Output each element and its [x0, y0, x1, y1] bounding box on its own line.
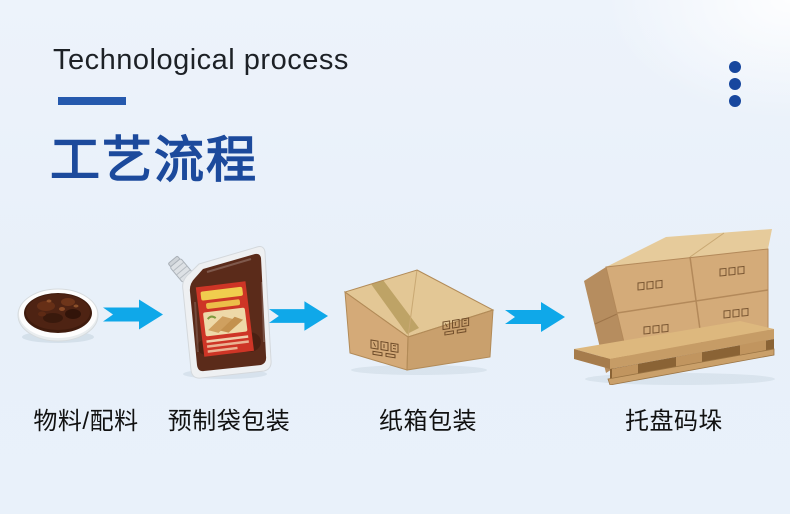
- page-title-en: Technological process: [53, 44, 349, 76]
- carton-box-icon: [343, 269, 495, 375]
- sauce-bowl-icon: [17, 288, 99, 343]
- step-label-material: 物料/配料: [33, 408, 139, 435]
- flow-arrow-icon: [103, 299, 163, 330]
- step-label-pallet-stacking: 托盘码垛: [625, 408, 723, 435]
- flow-arrow-icon: [505, 302, 565, 332]
- shipping-icons: [370, 339, 399, 359]
- dot-decor: [729, 61, 741, 73]
- title-underline-decor: [58, 97, 126, 105]
- pallet-stack-icon: [574, 229, 775, 385]
- step-label-carton-packing: 纸箱包装: [379, 408, 477, 435]
- shipping-icons: [442, 317, 470, 336]
- page-title-zh: 工艺流程: [50, 132, 258, 188]
- dots-decor: [729, 61, 741, 107]
- spout-pouch-icon: [168, 246, 272, 379]
- dot-decor: [729, 95, 741, 107]
- flow-arrow-icon: [269, 301, 329, 331]
- shipping-icons: [637, 265, 749, 335]
- step-label-pouch-packing: 预制袋包装: [167, 408, 291, 435]
- dot-decor: [729, 78, 741, 90]
- corner-glow-decor: [590, 0, 790, 130]
